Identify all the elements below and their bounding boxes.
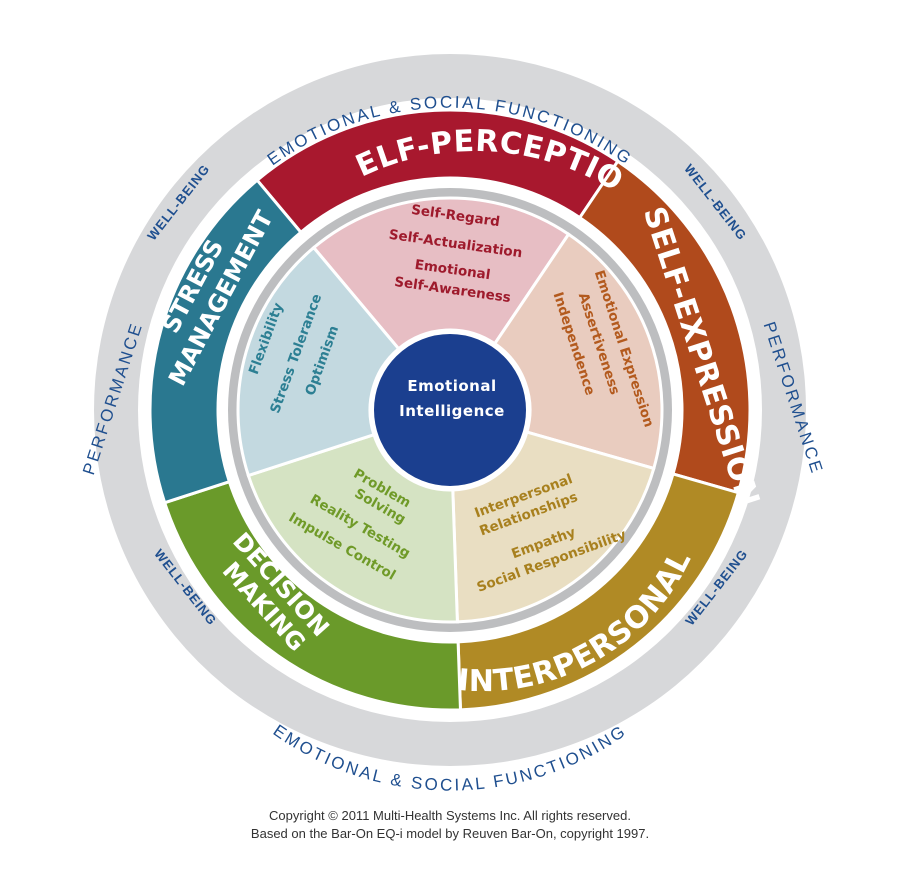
composite-bands	[148, 108, 752, 712]
center-line2: Intelligence	[399, 402, 505, 420]
subscale-wedges	[236, 196, 664, 624]
footer-copyright: Copyright © 2011 Multi-Health Systems In…	[269, 808, 631, 823]
eq-wheel: Emotional Intelligence EMOTIONAL & SOCIA…	[79, 54, 827, 795]
footer-attribution: Based on the Bar-On EQ-i model by Reuven…	[250, 826, 650, 841]
center-line1: Emotional	[407, 377, 496, 395]
band-stress-management	[148, 178, 303, 505]
center-circle	[370, 330, 530, 490]
